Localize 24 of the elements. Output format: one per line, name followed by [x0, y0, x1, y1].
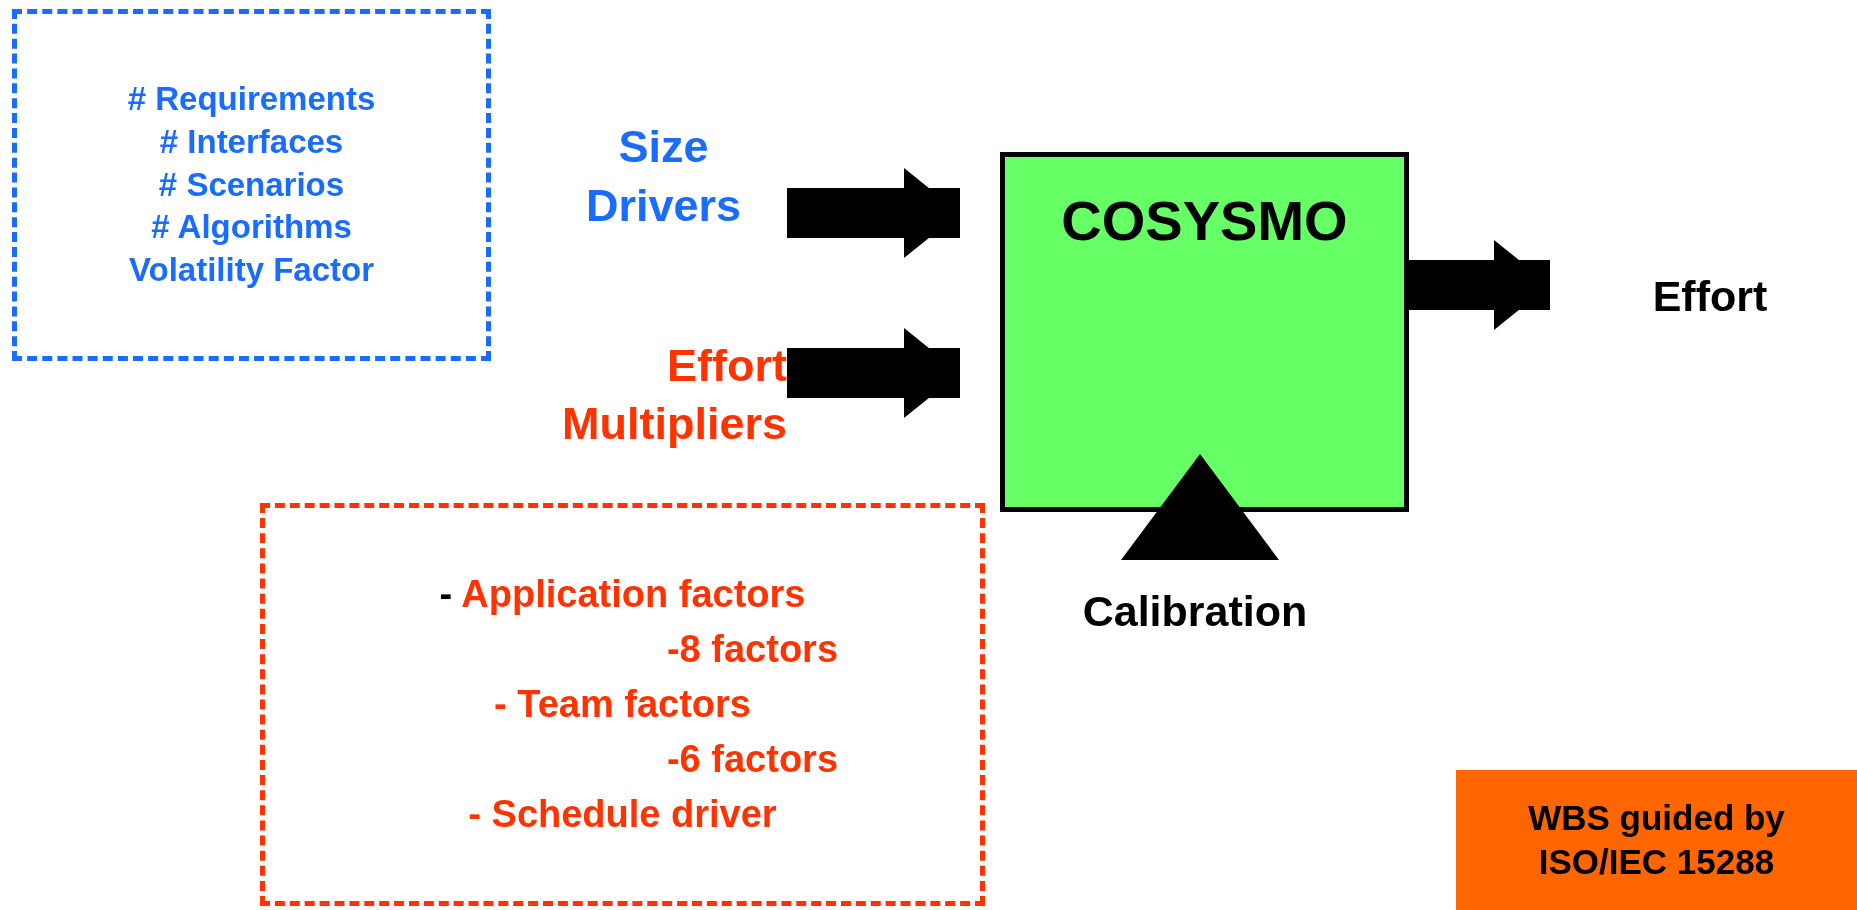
note-box	[1456, 770, 1857, 910]
list-item: - Team factors	[493, 681, 752, 727]
arrow	[1121, 454, 1279, 560]
dashed-list-box	[260, 503, 985, 906]
list-item: Volatility Factor	[128, 250, 375, 291]
box-title: COSYSMO	[1061, 188, 1348, 254]
arrow	[787, 168, 960, 258]
node-label: Effort Multipliers	[560, 338, 787, 451]
node-label: Calibration	[1081, 586, 1309, 638]
arrow	[787, 328, 960, 418]
list-item: # Algorithms	[151, 207, 352, 248]
list-item: - Application factors	[438, 571, 807, 617]
arrow	[1409, 240, 1550, 330]
list-item: # Scenarios	[158, 164, 345, 205]
list-item: # Requirements	[127, 78, 376, 119]
node-label: WBS guided by ISO/IEC 15288	[1527, 797, 1786, 883]
process-box	[1000, 152, 1409, 512]
list-item: -8 factors	[665, 626, 840, 672]
node-label: Effort	[1651, 271, 1769, 323]
dashed-list-box	[12, 9, 491, 361]
list-item: -6 factors	[665, 737, 840, 783]
list-item: # Interfaces	[159, 121, 344, 162]
node-label: Size Drivers	[584, 120, 743, 233]
list-item: - Schedule driver	[467, 792, 778, 838]
